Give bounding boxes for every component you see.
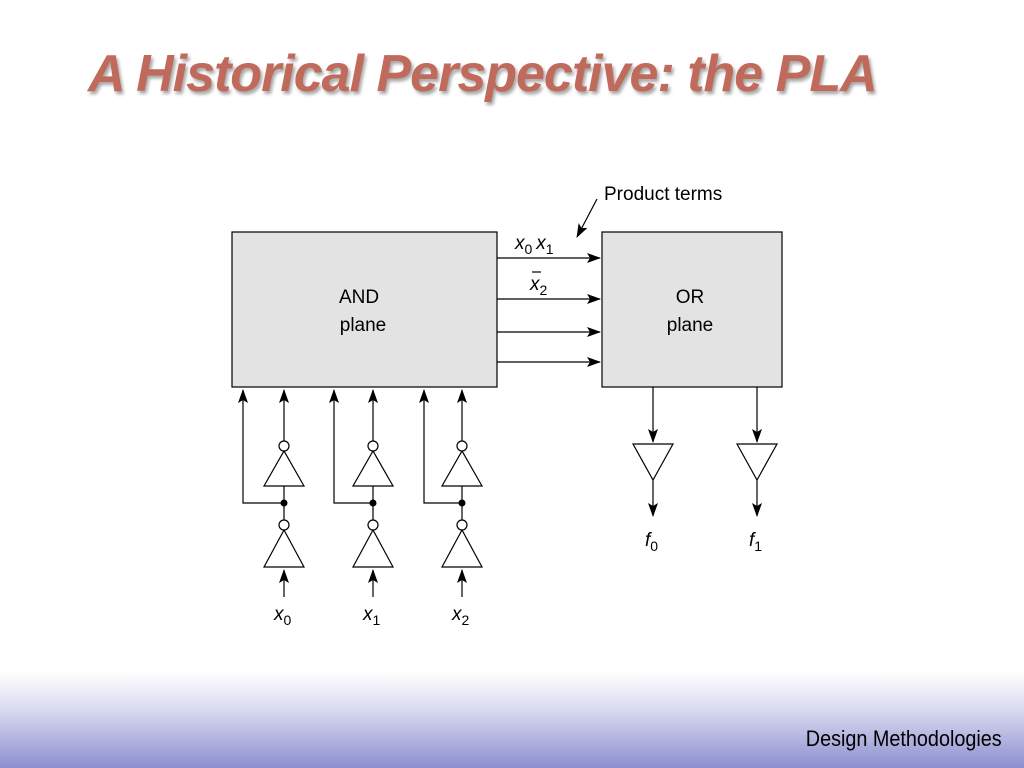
- inverter-bubble-1: [367, 440, 379, 452]
- output-buffer-0: [631, 443, 675, 482]
- slide-title: A Historical Perspective: the PLA: [88, 45, 878, 103]
- input-buffer-1: [351, 528, 395, 568]
- input-buffer-2: [440, 528, 484, 568]
- input-bubble-0: [278, 519, 290, 531]
- output-buffer-1: [735, 443, 779, 482]
- input-bubble-1: [367, 519, 379, 531]
- input-column-2: [419, 389, 484, 597]
- inverter-bubble-0: [278, 440, 290, 452]
- product-terms-pointer: [576, 198, 598, 238]
- and-plane-label-1: AND: [339, 287, 379, 308]
- input-column-1: [329, 389, 395, 597]
- or-plane-box: [601, 231, 783, 388]
- product-terms-label: Product terms: [604, 184, 722, 205]
- output-column-0: [631, 387, 675, 517]
- input-bubble-2: [456, 519, 468, 531]
- output-label-f0: f0: [645, 530, 658, 554]
- inverter-0: [262, 449, 306, 487]
- inverter-1: [351, 449, 395, 487]
- output-column-1: [735, 387, 779, 517]
- input-label-x2: x2: [451, 604, 470, 628]
- input-buffer-0: [262, 528, 306, 568]
- input-label-x0: x0: [273, 604, 292, 628]
- footer-label: Design Methodologies: [806, 726, 1002, 751]
- inverter-bubble-2: [456, 440, 468, 452]
- output-label-f1: f1: [749, 530, 762, 554]
- and-plane-box: [231, 231, 498, 388]
- product-term-lines: [497, 253, 601, 367]
- or-plane-label-1: OR: [676, 287, 705, 308]
- or-plane-label-2: plane: [667, 315, 714, 336]
- and-plane-label-2: plane: [340, 315, 387, 336]
- input-column-0: [238, 389, 306, 597]
- term-label-x2-bar: x2: [529, 274, 548, 298]
- input-label-x1: x1: [362, 604, 381, 628]
- inverter-2: [440, 449, 484, 487]
- footer-band: [0, 672, 1024, 768]
